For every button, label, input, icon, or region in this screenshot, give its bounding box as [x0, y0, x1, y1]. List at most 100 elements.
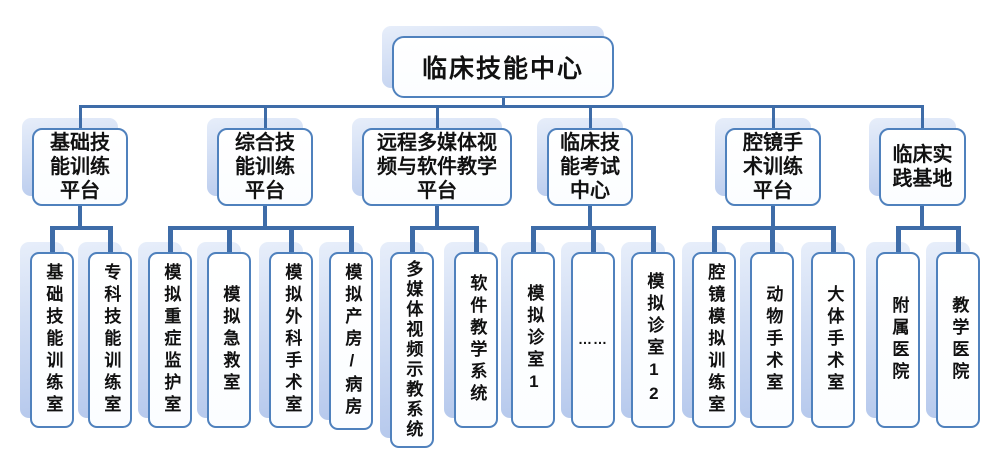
- node-label: 综合技能训练平台: [235, 132, 295, 202]
- connector-line: [831, 226, 836, 254]
- room-node-simulated-icu: 模拟重症监护室: [138, 242, 192, 428]
- node-label: 基础技能训练室: [43, 263, 63, 417]
- connector-line: [921, 105, 924, 131]
- connector-line: [712, 226, 717, 254]
- node-box: 附属医院: [876, 252, 920, 428]
- room-node-exam-room-12: 模拟诊室12: [621, 242, 675, 428]
- node-box: 基础技能训练室: [30, 252, 74, 428]
- connector-line: [591, 226, 596, 254]
- platform-node-comprehensive-skills: 综合技能训练平台: [207, 118, 313, 206]
- connector-line: [108, 226, 113, 254]
- node-label: 专科技能训练室: [101, 263, 121, 417]
- connector-line: [588, 206, 592, 226]
- connector-line: [410, 226, 479, 230]
- room-node-simulated-emergency: 模拟急救室: [197, 242, 251, 428]
- node-box: 模拟重症监护室: [148, 252, 192, 428]
- room-node-simulated-delivery-ward: 模拟产房/病房: [319, 242, 373, 430]
- connector-line: [589, 105, 592, 131]
- node-box: 动物手术室: [750, 252, 794, 428]
- room-node-endoscopic-simulation: 腔镜模拟训练室: [682, 242, 736, 428]
- node-label: ……: [578, 331, 608, 348]
- node-box: 模拟诊室12: [631, 252, 675, 428]
- connector-line: [435, 206, 439, 226]
- node-box: 教学医院: [936, 252, 980, 428]
- room-node-software-teaching-system: 软件教学系统: [444, 242, 498, 428]
- node-box: 腔镜手术训练平台: [725, 128, 821, 206]
- root-node-clinical-skills-center: 临床技能中心: [382, 26, 614, 98]
- connector-line: [78, 206, 82, 226]
- node-label: 教学医院: [949, 296, 969, 384]
- connector-line: [263, 206, 267, 226]
- node-label: 腔镜模拟训练室: [705, 263, 725, 417]
- node-label: 多媒体视频示教系统: [403, 260, 423, 440]
- node-label: 附属医院: [889, 296, 909, 384]
- node-box: 临床技能中心: [392, 36, 614, 98]
- node-label: 模拟重症监护室: [161, 263, 181, 417]
- node-label: 模拟外科手术室: [282, 263, 302, 417]
- node-label: 临床技能中心: [421, 55, 584, 83]
- node-box: 模拟诊室1: [511, 252, 555, 428]
- node-box: 远程多媒体视频与软件教学平台: [362, 128, 512, 206]
- node-label: 大体手术室: [824, 285, 844, 395]
- node-box: ……: [571, 252, 615, 428]
- node-label: 腔镜手术训练平台: [743, 132, 803, 202]
- node-box: 模拟急救室: [207, 252, 251, 428]
- room-node-specialty-skills-training: 专科技能训练室: [78, 242, 132, 428]
- connector-line: [531, 226, 536, 254]
- room-node-multimedia-demo-system: 多媒体视频示教系统: [380, 242, 434, 448]
- connector-line: [474, 226, 479, 254]
- connector-line: [410, 226, 415, 254]
- connector-line: [896, 226, 961, 230]
- connector-line: [349, 226, 354, 254]
- node-label: 基础技能训练平台: [50, 132, 110, 202]
- node-box: 临床实践基地: [879, 128, 966, 206]
- node-box: 腔镜模拟训练室: [692, 252, 736, 428]
- room-node-cadaver-surgery: 大体手术室: [801, 242, 855, 428]
- room-node-simulated-surgery: 模拟外科手术室: [259, 242, 313, 428]
- connector-line: [79, 105, 924, 108]
- room-node-basic-skills-training: 基础技能训练室: [20, 242, 74, 428]
- connector-line: [771, 206, 775, 226]
- node-box: 基础技能训练平台: [32, 128, 128, 206]
- room-node-teaching-hospital: 教学医院: [926, 242, 980, 428]
- node-box: 大体手术室: [811, 252, 855, 428]
- platform-node-endoscopic-surgery: 腔镜手术训练平台: [715, 118, 821, 206]
- connector-line: [502, 98, 505, 106]
- node-box: 模拟外科手术室: [269, 252, 313, 428]
- node-box: 多媒体视频示教系统: [390, 252, 434, 448]
- node-label: 模拟急救室: [220, 285, 240, 395]
- node-label: 模拟产房/病房: [342, 263, 362, 419]
- platform-node-exam-center: 临床技能考试中心: [537, 118, 633, 206]
- node-label: 软件教学系统: [467, 274, 487, 406]
- platform-node-clinical-practice-base: 临床实践基地: [869, 118, 966, 206]
- connector-line: [50, 226, 55, 254]
- node-label: 临床实践基地: [892, 144, 953, 190]
- connector-line: [168, 226, 354, 230]
- connector-line: [651, 226, 656, 254]
- node-box: 软件教学系统: [454, 252, 498, 428]
- connector-line: [772, 105, 775, 131]
- node-box: 专科技能训练室: [88, 252, 132, 428]
- room-node-animal-surgery: 动物手术室: [740, 242, 794, 428]
- node-box: 模拟产房/病房: [329, 252, 373, 430]
- node-label: 动物手术室: [763, 285, 783, 395]
- room-node-exam-room-1: 模拟诊室1: [501, 242, 555, 428]
- connector-line: [264, 105, 267, 131]
- room-node-ellipsis: ……: [561, 242, 615, 428]
- connector-line: [289, 226, 294, 254]
- connector-line: [79, 105, 82, 131]
- connector-line: [436, 105, 439, 131]
- connector-line: [50, 226, 113, 230]
- connector-line: [920, 206, 924, 226]
- node-label: 模拟诊室1: [524, 284, 544, 396]
- connector-line: [770, 226, 775, 254]
- connector-line: [227, 226, 232, 254]
- node-label: 模拟诊室12: [644, 272, 664, 408]
- node-label: 临床技能考试中心: [560, 132, 620, 202]
- connector-line: [896, 226, 901, 254]
- platform-node-basic-skills: 基础技能训练平台: [22, 118, 128, 206]
- connector-line: [956, 226, 961, 254]
- platform-node-remote-multimedia: 远程多媒体视频与软件教学平台: [352, 118, 512, 206]
- connector-line: [168, 226, 173, 254]
